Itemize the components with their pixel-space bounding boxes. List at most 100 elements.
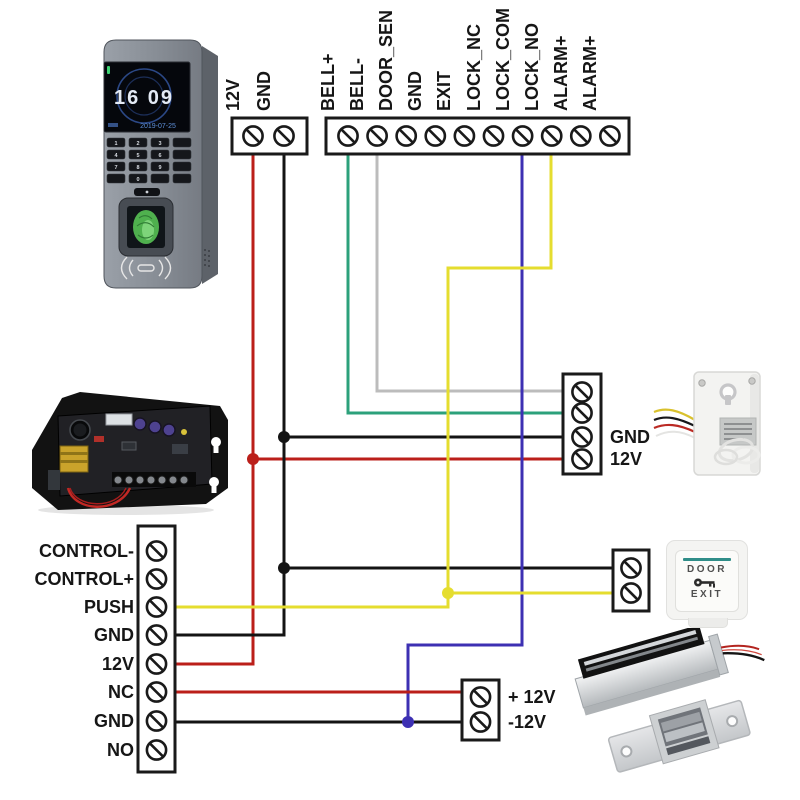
- terminal-screw-slot: [149, 684, 164, 700]
- strike-hole-right: [726, 715, 739, 728]
- wire-junction: [278, 431, 290, 443]
- bell-keyhole-slot: [725, 395, 731, 405]
- terminal-label--12v: -12V: [508, 712, 547, 732]
- screen-status-led: [107, 66, 110, 74]
- terminal-screw-slot: [574, 384, 590, 400]
- strike-hole-left: [620, 745, 633, 758]
- keypad-key: [172, 149, 192, 160]
- terminal-screw-slot: [149, 599, 164, 615]
- rfid-wave-icon: [137, 264, 155, 272]
- terminal-screw-slot: [574, 405, 590, 421]
- strike-latch-bolt-2: [663, 722, 705, 743]
- terminal-label-bell-: BELL-: [347, 58, 368, 111]
- keypad-key: [106, 173, 126, 184]
- terminal-screw-slot: [574, 451, 590, 467]
- exit-button-accent-line: [683, 558, 731, 561]
- bell-coiled-wire-2: [731, 445, 761, 465]
- psu-ic: [121, 441, 137, 451]
- terminal-screw-slot: [149, 627, 164, 643]
- maglock-strip-1: [583, 629, 697, 666]
- fingerprint-ridges: [136, 215, 155, 239]
- terminal-screw-slot: [457, 128, 472, 144]
- keypad-key: [106, 161, 126, 172]
- psu-transformer-stripe: [60, 452, 88, 455]
- rfid-wave-arcs: [120, 256, 172, 280]
- bell-wire-white: [655, 430, 696, 439]
- terminal-screw-slot: [602, 128, 618, 144]
- psu-red-wire-loop: [66, 487, 132, 508]
- terminal-label--12v: + 12V: [508, 687, 556, 707]
- maglock-wire-red: [720, 644, 760, 651]
- screen-statusbar-decor: [108, 123, 118, 127]
- terminal-label-12v: 12V: [610, 449, 643, 469]
- strike-latch-slot: [666, 736, 711, 756]
- keypad-key: [150, 137, 170, 148]
- terminal-screw-slot: [544, 128, 559, 144]
- psu-capacitor-top: [73, 423, 87, 437]
- terminal-screw-slot: [399, 128, 414, 144]
- keypad-key: [150, 173, 170, 184]
- wire-bell-minus-gray: [375, 150, 564, 393]
- psu-component: [172, 444, 188, 454]
- wire-lock-com-blue: [406, 150, 524, 722]
- device-screen: [103, 61, 191, 133]
- terminal-label-no: NO: [107, 740, 134, 760]
- bell-wire-red: [653, 423, 696, 433]
- keypad-key-label: 8: [136, 165, 139, 171]
- terminal-label-push: PUSH: [83, 597, 134, 617]
- terminal-label-lock-nc: LOCK_NC: [463, 23, 484, 111]
- exit-button-panel: DOOR EXIT: [675, 550, 739, 612]
- wire-gnd-black-main: [175, 150, 286, 637]
- terminal-label-nc: NC: [108, 682, 134, 702]
- bell-screw-right: [748, 377, 756, 385]
- keypad-key: [128, 149, 148, 160]
- terminal-screw-slot: [473, 689, 488, 705]
- terminal-screw-slot: [486, 128, 501, 144]
- psu-mounting-keyholes: [209, 437, 221, 493]
- terminal-screw-slot: [623, 585, 639, 601]
- keypad-key: [150, 149, 170, 160]
- keypad-key-label: 5: [136, 153, 139, 159]
- terminal-screw-slot: [428, 128, 443, 144]
- terminal-screw-slot: [149, 543, 164, 559]
- door-exit-button: DOOR EXIT: [666, 540, 748, 628]
- keypad-key: [128, 173, 148, 184]
- terminal-screw-slot: [573, 128, 588, 144]
- terminal-screw-slot: [149, 742, 164, 758]
- terminal-label-gnd: GND: [94, 711, 134, 731]
- maglock-strip-2: [585, 636, 699, 672]
- bell-screw-left: [698, 379, 706, 387]
- bell-wire-black: [653, 416, 696, 427]
- keypad-key-label: 4: [114, 153, 118, 159]
- keypad-key-label: 3: [158, 141, 161, 147]
- screen-time: 16 09: [114, 87, 174, 109]
- terminal-label-door-sen: DOOR_SEN: [376, 9, 397, 111]
- terminal-screw-slot: [623, 560, 639, 576]
- terminal-label-12v: 12V: [101, 654, 134, 674]
- menu-button-glyph: [145, 190, 149, 194]
- maglock-end-cap: [708, 633, 729, 676]
- maglock-wire-red-thin: [721, 649, 762, 656]
- terminal-screw-slot: [340, 128, 356, 144]
- psu-capacitor-1: [133, 417, 147, 431]
- psu-heatsink: [48, 470, 60, 490]
- wire-junction: [247, 453, 259, 465]
- terminal-screw-slot: [276, 128, 292, 144]
- terminal-label-alarm-: ALARM+: [550, 35, 571, 112]
- psu-led: [181, 429, 187, 435]
- terminal-screw-slot: [149, 713, 164, 729]
- keypad-key-label: 1: [114, 141, 117, 147]
- strike-latch-bolt-1: [660, 711, 702, 732]
- keypad-key-label: 6: [158, 153, 161, 159]
- keypad-key: [172, 173, 192, 184]
- terminal-screw-slot: [473, 714, 488, 730]
- speaker-holes: [204, 249, 210, 267]
- keypad-key: [150, 161, 170, 172]
- power-supply-terminal-block: [136, 524, 177, 774]
- keypad-key: [172, 137, 192, 148]
- exit-button-exit-text: EXIT: [690, 589, 724, 600]
- screen-ring-graphic: [116, 68, 172, 124]
- maglock-body-group: [574, 628, 765, 716]
